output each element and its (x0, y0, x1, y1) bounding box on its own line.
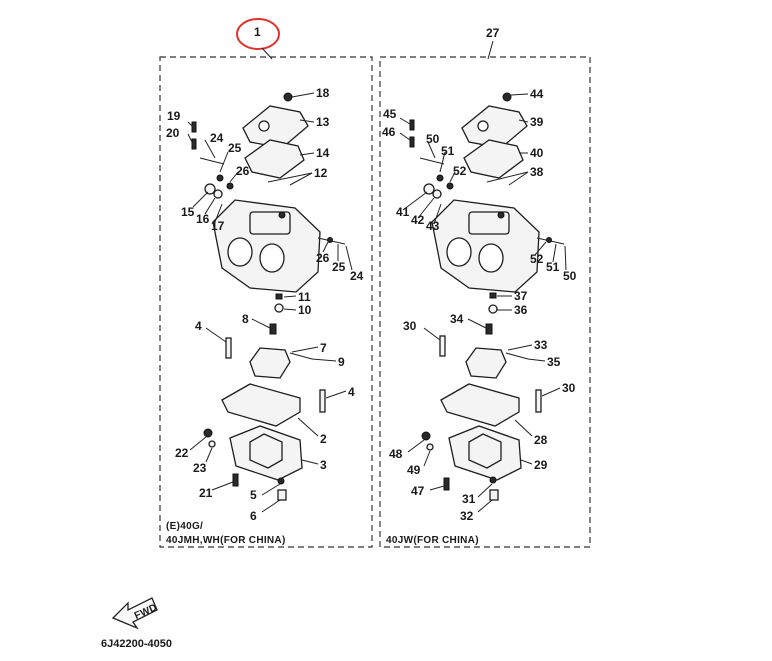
svg-text:29: 29 (534, 458, 548, 472)
svg-text:51: 51 (546, 260, 560, 274)
svg-text:47: 47 (411, 484, 425, 498)
svg-text:45: 45 (383, 107, 397, 121)
svg-text:50: 50 (426, 132, 440, 146)
svg-text:7: 7 (320, 341, 327, 355)
svg-text:40: 40 (530, 146, 544, 160)
svg-text:38: 38 (530, 165, 544, 179)
svg-text:36: 36 (514, 303, 528, 317)
svg-text:24: 24 (210, 131, 224, 145)
left-parts-group (191, 92, 346, 501)
svg-text:43: 43 (426, 219, 440, 233)
svg-text:44: 44 (530, 87, 544, 101)
svg-text:3: 3 (320, 458, 327, 472)
svg-text:14: 14 (316, 146, 330, 160)
footer-code: 6J42200-4050 (101, 638, 172, 650)
svg-text:32: 32 (460, 509, 474, 523)
left-panel-frame (159, 56, 373, 548)
svg-text:31: 31 (462, 492, 476, 506)
svg-text:50: 50 (563, 269, 577, 283)
left-leader-lines (187, 92, 353, 513)
svg-text:18: 18 (316, 86, 330, 100)
svg-text:34: 34 (450, 312, 464, 326)
svg-text:25: 25 (228, 141, 242, 155)
svg-text:16: 16 (196, 212, 210, 226)
svg-text:12: 12 (314, 166, 328, 180)
svg-text:42: 42 (411, 213, 425, 227)
svg-text:35: 35 (547, 355, 561, 369)
svg-text:52: 52 (530, 252, 544, 266)
svg-text:30: 30 (562, 381, 576, 395)
svg-text:8: 8 (242, 312, 249, 326)
svg-text:11: 11 (298, 290, 311, 304)
svg-text:51: 51 (441, 144, 455, 158)
svg-text:37: 37 (514, 289, 528, 303)
svg-text:4: 4 (348, 385, 355, 399)
header-ref-right: 27 (486, 26, 500, 40)
svg-text:41: 41 (396, 205, 410, 219)
svg-text:52: 52 (453, 164, 467, 178)
svg-text:17: 17 (211, 219, 225, 233)
highlight-ring (236, 18, 280, 50)
svg-text:48: 48 (389, 447, 403, 461)
left-caption-line2: 40JMH,WH(FOR CHINA) (166, 535, 286, 546)
svg-text:23: 23 (193, 461, 207, 475)
svg-text:30: 30 (403, 319, 417, 333)
fwd-arrow-icon: FWD (111, 597, 159, 630)
svg-text:25: 25 (332, 260, 346, 274)
svg-text:26: 26 (316, 251, 330, 265)
svg-text:2: 2 (320, 432, 327, 446)
svg-text:10: 10 (298, 303, 312, 317)
svg-text:28: 28 (534, 433, 548, 447)
right-leader-lines (399, 93, 567, 513)
svg-text:19: 19 (167, 109, 181, 123)
svg-text:39: 39 (530, 115, 544, 129)
left-callouts: 18 13 14 12 19 20 24 25 26 15 16 17 26 2… (166, 86, 364, 523)
svg-text:15: 15 (181, 205, 195, 219)
svg-text:49: 49 (407, 463, 421, 477)
right-caption: 40JW(FOR CHINA) (386, 535, 479, 546)
svg-text:9: 9 (338, 355, 345, 369)
left-caption-line1: (E)40G/ (166, 521, 203, 532)
svg-text:21: 21 (199, 486, 213, 500)
svg-text:20: 20 (166, 126, 180, 140)
svg-text:26: 26 (236, 164, 250, 178)
svg-text:13: 13 (316, 115, 330, 129)
svg-text:24: 24 (350, 269, 364, 283)
header-ref-left: 1 (254, 25, 261, 39)
svg-text:6: 6 (250, 509, 257, 523)
right-callouts: 44 39 40 38 45 46 50 51 52 41 42 43 52 5… (382, 87, 577, 523)
right-panel-frame (379, 56, 591, 548)
svg-text:22: 22 (175, 446, 189, 460)
svg-text:5: 5 (250, 488, 257, 502)
svg-text:4: 4 (195, 319, 202, 333)
svg-text:33: 33 (534, 338, 548, 352)
right-parts-group (409, 92, 565, 501)
svg-text:46: 46 (382, 125, 396, 139)
